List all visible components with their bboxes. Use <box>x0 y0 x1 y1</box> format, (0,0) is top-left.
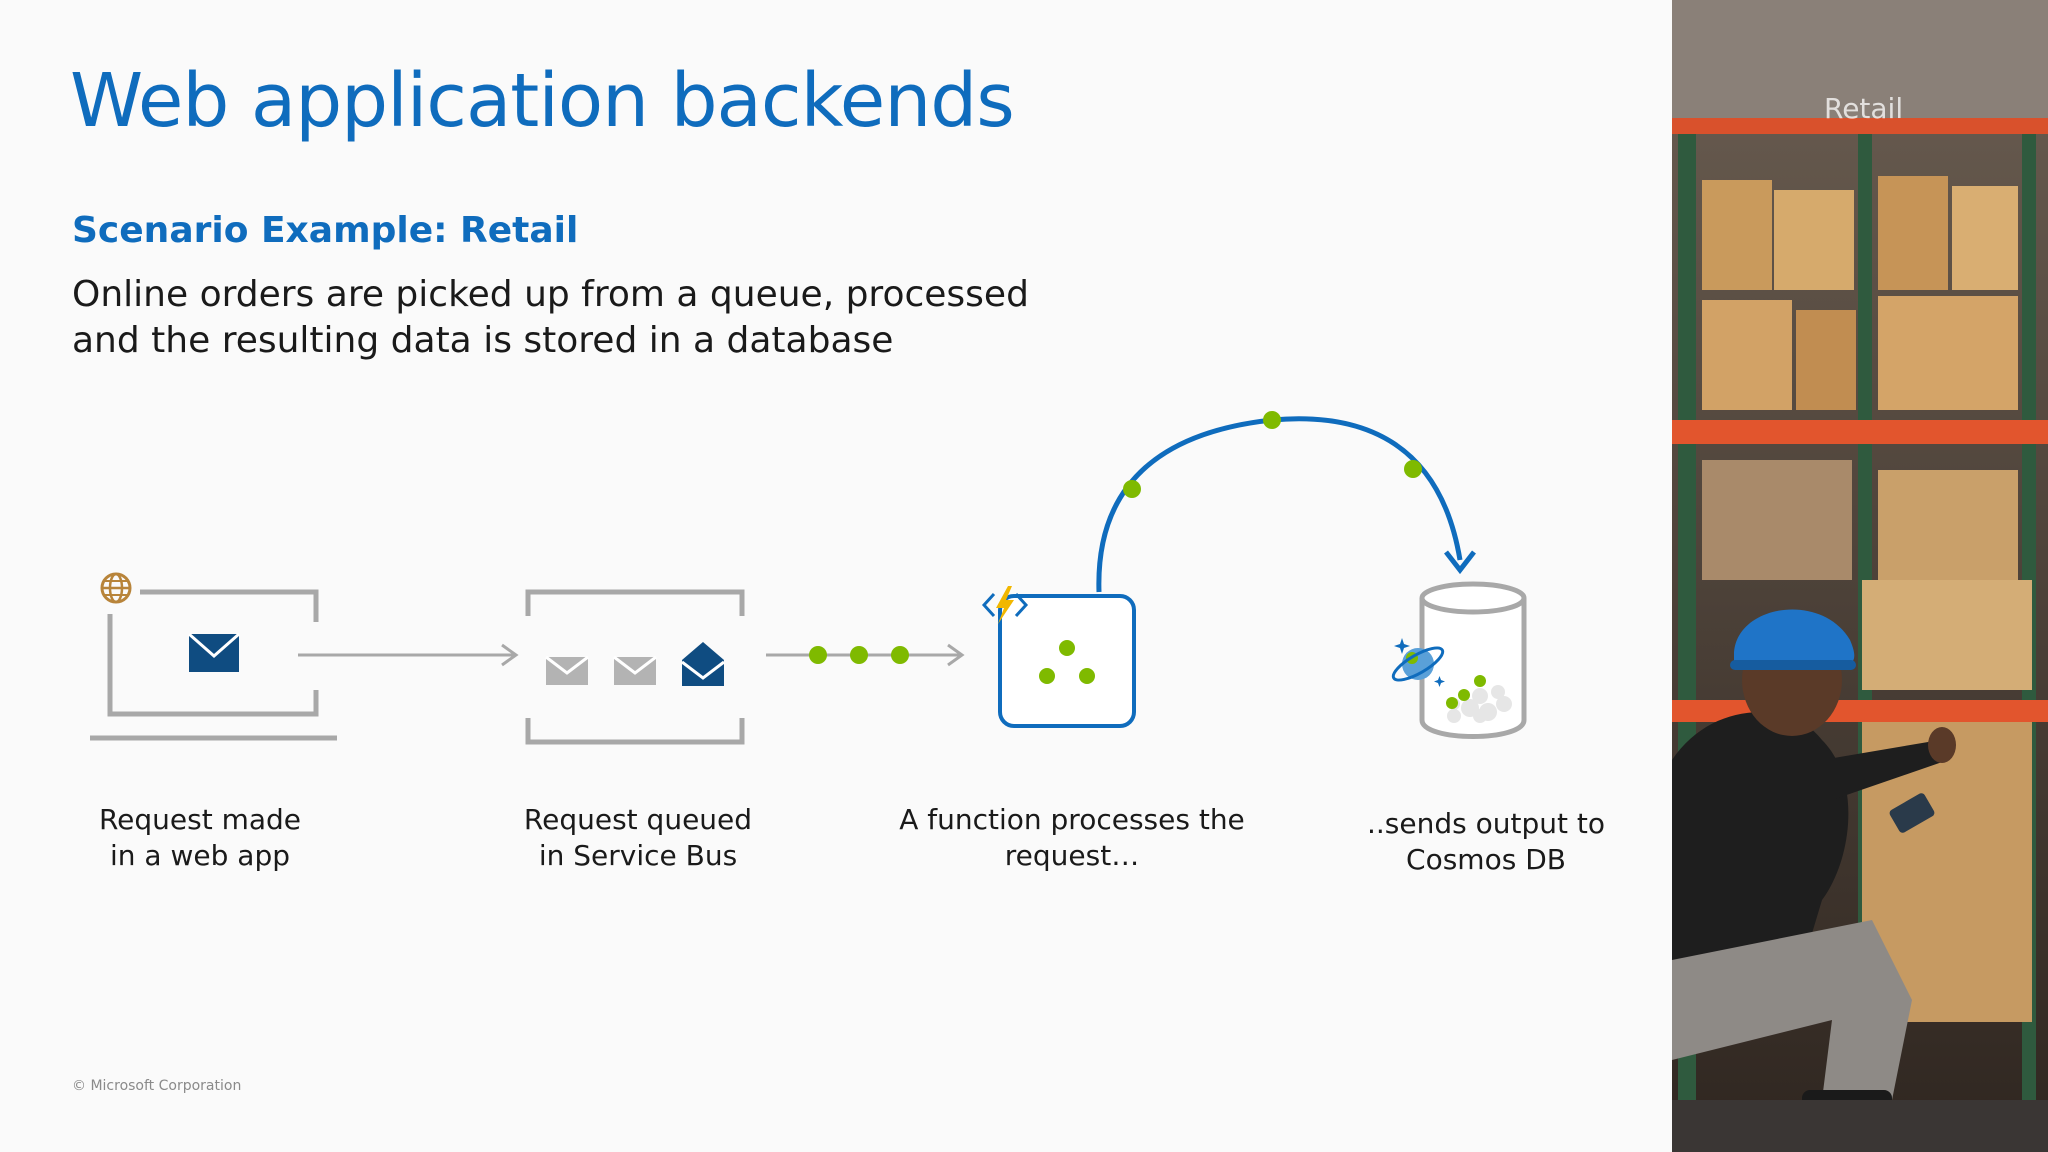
service-bus-queue-icon <box>525 589 745 745</box>
step-caption-function: A function processes the request… <box>899 803 1245 872</box>
cosmos-db-icon <box>1391 581 1527 739</box>
slide-canvas: Web application backends Scenario Exampl… <box>70 58 1605 1094</box>
open-envelope-icon <box>681 642 725 686</box>
retail-warehouse-photo <box>1672 0 2048 1152</box>
scenario-subtitle: Scenario Example: Retail <box>72 210 579 251</box>
queued-message-icon <box>613 655 657 685</box>
globe-icon <box>100 572 132 604</box>
web-app-envelope-icon <box>90 572 337 741</box>
step-caption-web-app: Request made in a web app <box>98 803 302 872</box>
flow-arrow-2 <box>766 643 965 667</box>
flow-arrow-1 <box>298 643 519 667</box>
step-caption-cosmos-db: ..sends output to Cosmos DB <box>1367 807 1605 876</box>
copyright-notice: © Microsoft Corporation <box>72 1078 242 1094</box>
planet-icon <box>1391 638 1445 687</box>
warehouse-illustration <box>1672 0 2048 1152</box>
flow-arrow-3 <box>1096 411 1476 593</box>
architecture-diagram <box>90 411 1527 745</box>
scenario-description: Online orders are picked up from a queue… <box>72 274 1029 361</box>
step-caption-service-bus: Request queued in Service Bus <box>523 803 753 872</box>
lightning-icon <box>996 586 1014 624</box>
photo-tag: Retail <box>1824 92 1904 125</box>
queued-message-icon <box>545 655 589 685</box>
slide-title: Web application backends <box>70 58 1015 144</box>
azure-function-icon <box>981 586 1136 728</box>
